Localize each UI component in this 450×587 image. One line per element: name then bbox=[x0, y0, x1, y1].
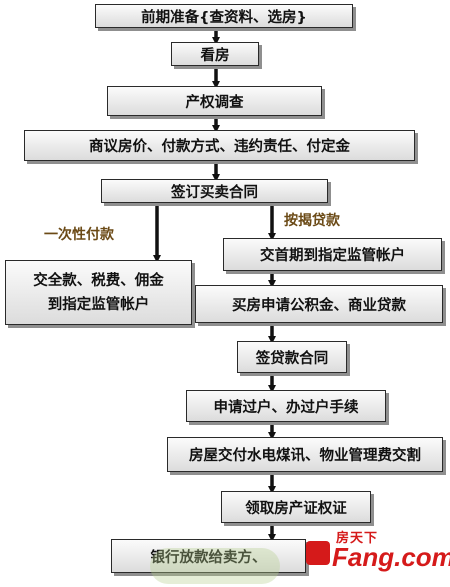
logo-en-text: Fang.com bbox=[332, 542, 450, 572]
fang-logo: 房天下 Fang.com bbox=[296, 525, 450, 581]
step-view-house: 看房 bbox=[171, 42, 259, 66]
step-preparation: 前期准备{查资料、选房} bbox=[95, 4, 353, 28]
step-loan-contract: 签贷款合同 bbox=[237, 341, 347, 373]
step-loan-application: 买房申请公积金、商业贷款 bbox=[195, 285, 443, 323]
step-bank-release: 银行放款给卖方、 bbox=[111, 539, 306, 573]
step-full-payment-line2: 到指定监管帐户 bbox=[47, 296, 150, 313]
step-title-check: 产权调查 bbox=[107, 86, 322, 116]
watermark bbox=[150, 548, 280, 584]
step-handover: 房屋交付水电煤讯、物业管理费交割 bbox=[167, 437, 443, 472]
step-transfer: 申请过户、办过户手续 bbox=[186, 390, 386, 422]
logo-cn-text: 房天下 bbox=[336, 531, 379, 546]
step-certificate: 领取房产证权证 bbox=[221, 491, 371, 523]
step-full-payment: 交全款、税费、佣金 到指定监管帐户 bbox=[5, 260, 192, 325]
branch-label-mortgage: 按揭贷款 bbox=[284, 213, 340, 229]
step-down-payment: 交首期到指定监管帐户 bbox=[223, 238, 442, 271]
logo-badge-icon bbox=[306, 541, 330, 565]
step-negotiation: 商议房价、付款方式、违约责任、付定金 bbox=[24, 130, 415, 161]
step-full-payment-line1: 交全款、税费、佣金 bbox=[33, 272, 164, 289]
step-sign-contract: 签订买卖合同 bbox=[101, 179, 328, 203]
branch-label-full-payment: 一次性付款 bbox=[44, 227, 114, 243]
